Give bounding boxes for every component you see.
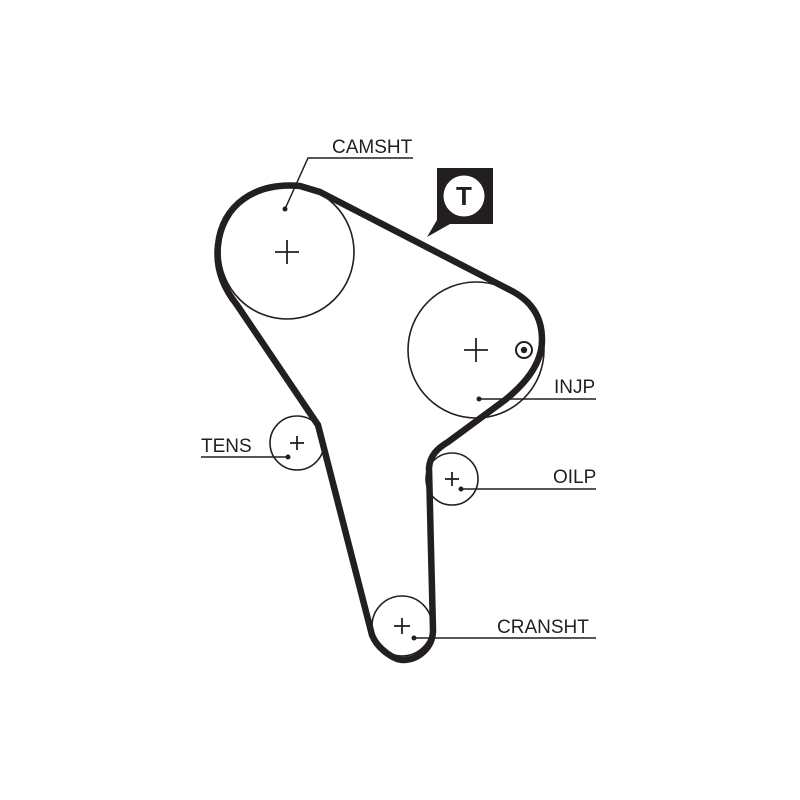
tensioner-leader	[201, 454, 291, 460]
camshaft-leader	[282, 157, 413, 212]
injection-pump-leader	[476, 396, 596, 402]
injection-pump-label: INJP	[554, 377, 595, 398]
injection-pump-pulley	[407, 281, 545, 419]
oil-pump-label: OILP	[553, 467, 596, 488]
crankshaft-pulley	[371, 595, 433, 657]
timing-mark-icon	[515, 341, 533, 359]
timing-badge-letter: T	[456, 181, 472, 211]
oil-pump-leader	[458, 486, 596, 492]
tensioner-label: TENS	[201, 436, 252, 457]
camshaft-label: CAMSHT	[332, 137, 413, 158]
timing-belt	[214, 182, 546, 664]
oil-pump-pulley	[425, 452, 479, 506]
tensioner-pulley	[269, 415, 325, 471]
crankshaft-label: CRANSHT	[497, 617, 589, 638]
camshaft-pulley	[219, 184, 355, 320]
timing-badge-icon: T	[427, 168, 493, 237]
crankshaft-leader	[411, 635, 596, 641]
